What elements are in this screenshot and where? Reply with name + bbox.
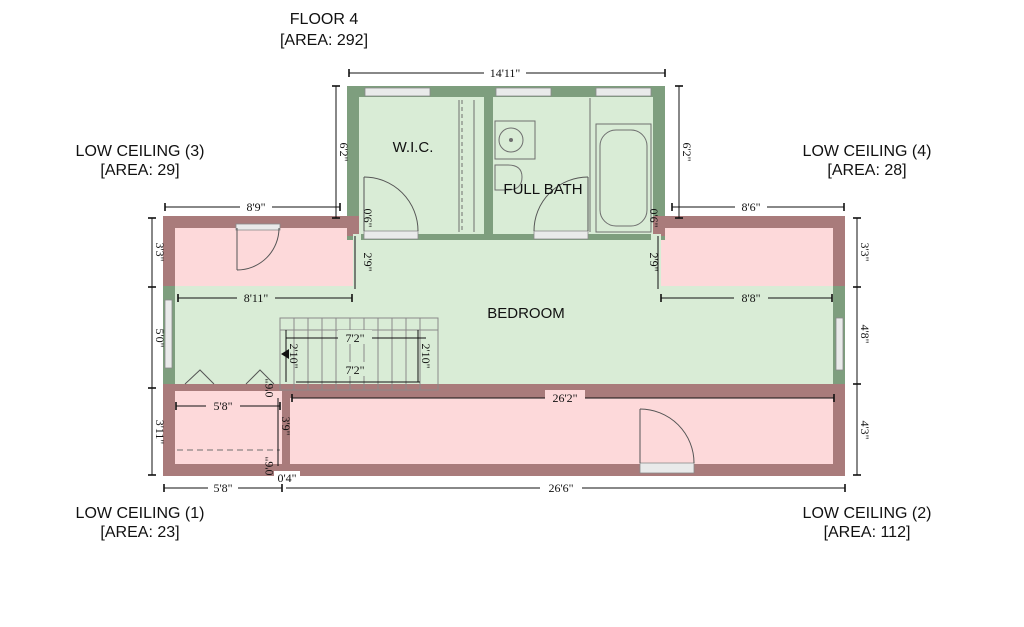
sink-bowl-icon xyxy=(498,127,524,153)
dim-left-depth-top: 3'3" xyxy=(153,242,167,261)
stair-outline xyxy=(279,317,439,391)
wic-door-frame xyxy=(363,230,419,240)
zone-1-name: LOW CEILING (1) xyxy=(76,505,205,522)
zone-2-area: [AREA: 112] xyxy=(824,524,911,541)
wic-bath-wall xyxy=(484,97,493,234)
wic-window xyxy=(364,87,431,97)
zone2-door-frame xyxy=(639,462,695,474)
zone-divider-wall xyxy=(282,386,290,466)
bath-door-frame xyxy=(533,230,589,240)
dim-notch-right: 2'9" xyxy=(647,252,661,271)
bath-floor xyxy=(493,97,653,234)
bifold-door-right xyxy=(245,369,275,385)
dim-right-low-width: 8'8" xyxy=(741,291,760,305)
notch-wall-left xyxy=(347,216,359,236)
toilet-icon xyxy=(494,164,523,191)
wic-floor xyxy=(359,97,484,234)
dim-right-mid: 4'8" xyxy=(858,324,872,343)
bath-sink xyxy=(494,120,536,160)
dim-right-depth-bottom: 4'3" xyxy=(858,420,872,439)
dim-stair-run-bottom: 7'2" xyxy=(345,363,364,377)
dim-left-upper-width: 8'9" xyxy=(246,200,265,214)
dim-stair-w-left: 2'10" xyxy=(287,343,301,368)
dim-stair-run-top: 7'2" xyxy=(345,331,364,345)
zone2-door-swing xyxy=(639,408,695,464)
low-ceiling-2-floor xyxy=(290,398,833,464)
room-label-bath: FULL BATH xyxy=(503,181,582,198)
dim-bottom-left: 5'8" xyxy=(213,481,232,495)
low-ceiling-4-floor xyxy=(661,228,833,286)
zone-1-area: [AREA: 23] xyxy=(100,524,179,541)
dim-stair-w-right: 2'10" xyxy=(419,343,433,368)
dim-right-upper-width: 8'6" xyxy=(741,200,760,214)
notch-wall-right xyxy=(653,216,665,236)
bedroom-floor xyxy=(175,286,833,384)
zone3-door-swing xyxy=(236,227,280,271)
dim-closet-height: 3'9" xyxy=(279,416,293,435)
stair-direction-icon xyxy=(281,349,289,359)
room-label-bedroom: BEDROOM xyxy=(487,305,565,322)
dim-right-depth-top: 3'3" xyxy=(858,242,872,261)
sink-drain-icon xyxy=(509,138,513,142)
dim-left-depth-bottom: 3'11" xyxy=(153,420,167,445)
dim-left-mid: 5'0" xyxy=(153,328,167,347)
dim-small-wall: 0'6" xyxy=(262,378,276,397)
zone-3-area: [AREA: 29] xyxy=(100,162,179,179)
dim-bottom-right: 26'6" xyxy=(548,481,573,495)
notch-floor-left xyxy=(353,234,361,286)
dim-top-width: 14'11" xyxy=(490,66,521,80)
dim-small-gap: 0'4" xyxy=(277,471,296,485)
bath-window-2 xyxy=(595,87,652,97)
room-label-wic: W.I.C. xyxy=(393,139,434,156)
dim-wall-left: 0'6" xyxy=(361,208,375,227)
bedroom-floor-upper xyxy=(353,236,659,288)
zone-4-area: [AREA: 28] xyxy=(827,162,906,179)
dim-wic-height: 6'2" xyxy=(337,142,351,161)
bifold-door-left xyxy=(184,369,215,385)
zone-4-name: LOW CEILING (4) xyxy=(803,143,932,160)
zone3-door-frame xyxy=(235,223,281,231)
low-ceiling-3-floor xyxy=(175,228,353,286)
notch-floor-right xyxy=(651,234,661,286)
floor-area: [AREA: 292] xyxy=(280,32,368,49)
dim-left-low-width: 8'11" xyxy=(244,291,269,305)
bath-door-swing xyxy=(533,176,589,232)
floor-title: FLOOR 4 xyxy=(290,11,359,28)
dim-bath-height: 6'2" xyxy=(680,142,694,161)
tub-outline xyxy=(595,123,652,233)
dim-closet-width: 5'8" xyxy=(213,399,232,413)
right-window xyxy=(835,317,844,371)
zone-2-name: LOW CEILING (2) xyxy=(803,505,932,522)
dim-wall-right: 0'6" xyxy=(647,208,661,227)
zone-3-name: LOW CEILING (3) xyxy=(76,143,205,160)
dim-small-wall-bottom: 0'6" xyxy=(262,456,276,475)
left-window xyxy=(164,299,173,369)
bath-window-1 xyxy=(495,87,552,97)
dimension-ticks xyxy=(148,69,861,492)
dim-long-width: 26'2" xyxy=(552,391,577,405)
wic-door-swing xyxy=(363,176,419,232)
tub-inner xyxy=(599,129,648,227)
dim-notch-left: 2'9" xyxy=(361,252,375,271)
